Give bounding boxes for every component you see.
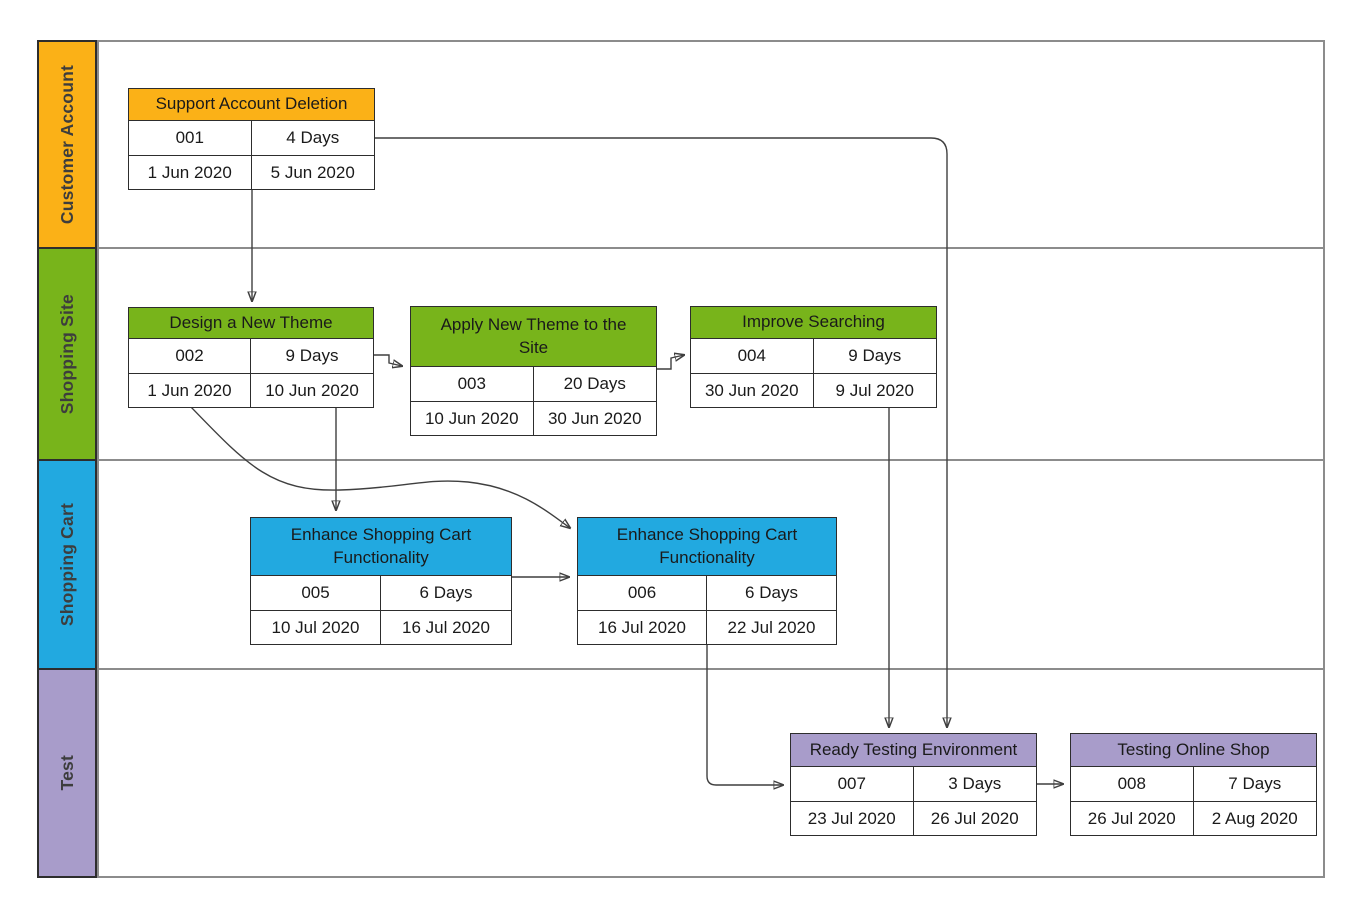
task-title: Enhance Shopping Cart Functionality [251,518,511,576]
task-title-text: Improve Searching [742,312,885,332]
lane-label-text: Shopping Site [56,293,77,415]
task-id: 005 [251,576,381,610]
task-start-date: 10 Jul 2020 [251,610,381,644]
task-title: Design a New Theme [129,308,373,339]
task-end-date: 30 Jun 2020 [533,401,656,435]
task-card-005[interactable]: Enhance Shopping Cart Functionality 005 … [250,517,512,645]
lane-label-customer-account[interactable]: Customer Account [37,40,97,249]
task-end-date: 16 Jul 2020 [381,610,511,644]
task-duration: 6 Days [745,583,798,602]
task-start-date: 30 Jun 2020 [691,373,814,407]
lane-label-text: Customer Account [56,64,77,225]
task-duration: 9 Days [848,346,902,365]
task-card-004[interactable]: Improve Searching 004 9 Days 30 Jun 2020… [690,306,937,408]
task-end-date: 22 Jul 2020 [707,610,836,644]
task-card-008[interactable]: Testing Online Shop 008 7 Days 26 Jul 20… [1070,733,1317,836]
task-start-date: 1 Jun 2020 [129,373,251,407]
task-title: Ready Testing Environment [791,734,1036,767]
lane-label-test[interactable]: Test [37,668,97,878]
task-title-text: Support Account Deletion [155,94,348,114]
lane-divider [97,459,1325,461]
task-end-date: 2 Aug 2020 [1193,801,1316,835]
task-start-date: 16 Jul 2020 [578,610,707,644]
task-title-text: Design a New Theme [169,312,333,332]
task-title: Support Account Deletion [129,89,374,121]
lane-label-shopping-cart[interactable]: Shopping Cart [37,459,97,670]
task-start-date: 23 Jul 2020 [791,801,914,835]
task-duration: 4 Days [286,128,340,147]
task-end-date: 10 Jun 2020 [251,373,373,407]
task-id: 007 [791,767,914,801]
task-start-date: 26 Jul 2020 [1071,801,1194,835]
task-duration: 9 Days [285,346,339,365]
task-id: 001 [129,121,252,155]
lane-label-text: Test [56,755,77,791]
lane-divider [97,247,1325,249]
task-card-006[interactable]: Enhance Shopping Cart Functionality 006 … [577,517,837,645]
task-id: 002 [129,339,251,373]
task-id: 003 [411,367,534,401]
task-title: Apply New Theme to the Site [411,307,656,367]
task-duration: 3 Days [948,774,1002,793]
task-id: 004 [691,339,814,373]
task-card-002[interactable]: Design a New Theme 002 9 Days 1 Jun 2020… [128,307,374,408]
task-end-date: 5 Jun 2020 [251,155,374,189]
task-end-date: 9 Jul 2020 [813,373,936,407]
task-title: Improve Searching [691,307,936,339]
task-title: Testing Online Shop [1071,734,1316,767]
task-duration: 20 Days [563,374,626,393]
task-card-007[interactable]: Ready Testing Environment 007 3 Days 23 … [790,733,1037,836]
task-title-text: Apply New Theme to the Site [440,314,627,357]
task-id: 008 [1071,767,1194,801]
task-id: 006 [578,576,707,610]
task-card-003[interactable]: Apply New Theme to the Site 003 20 Days … [410,306,657,436]
task-card-001[interactable]: Support Account Deletion 001 4 Days 1 Ju… [128,88,375,190]
task-title-text: Enhance Shopping Cart Functionality [290,524,472,567]
task-end-date: 26 Jul 2020 [913,801,1036,835]
lane-divider [97,668,1325,670]
task-title-text: Ready Testing Environment [809,739,1018,759]
lane-label-shopping-site[interactable]: Shopping Site [37,247,97,461]
task-duration: 7 Days [1228,774,1282,793]
lane-label-text: Shopping Cart [56,502,77,627]
task-start-date: 10 Jun 2020 [411,401,534,435]
task-duration: 6 Days [419,583,473,602]
task-start-date: 1 Jun 2020 [129,155,252,189]
task-title-text: Testing Online Shop [1117,739,1270,759]
task-title-text: Enhance Shopping Cart Functionality [616,524,798,567]
task-title: Enhance Shopping Cart Functionality [578,518,836,576]
